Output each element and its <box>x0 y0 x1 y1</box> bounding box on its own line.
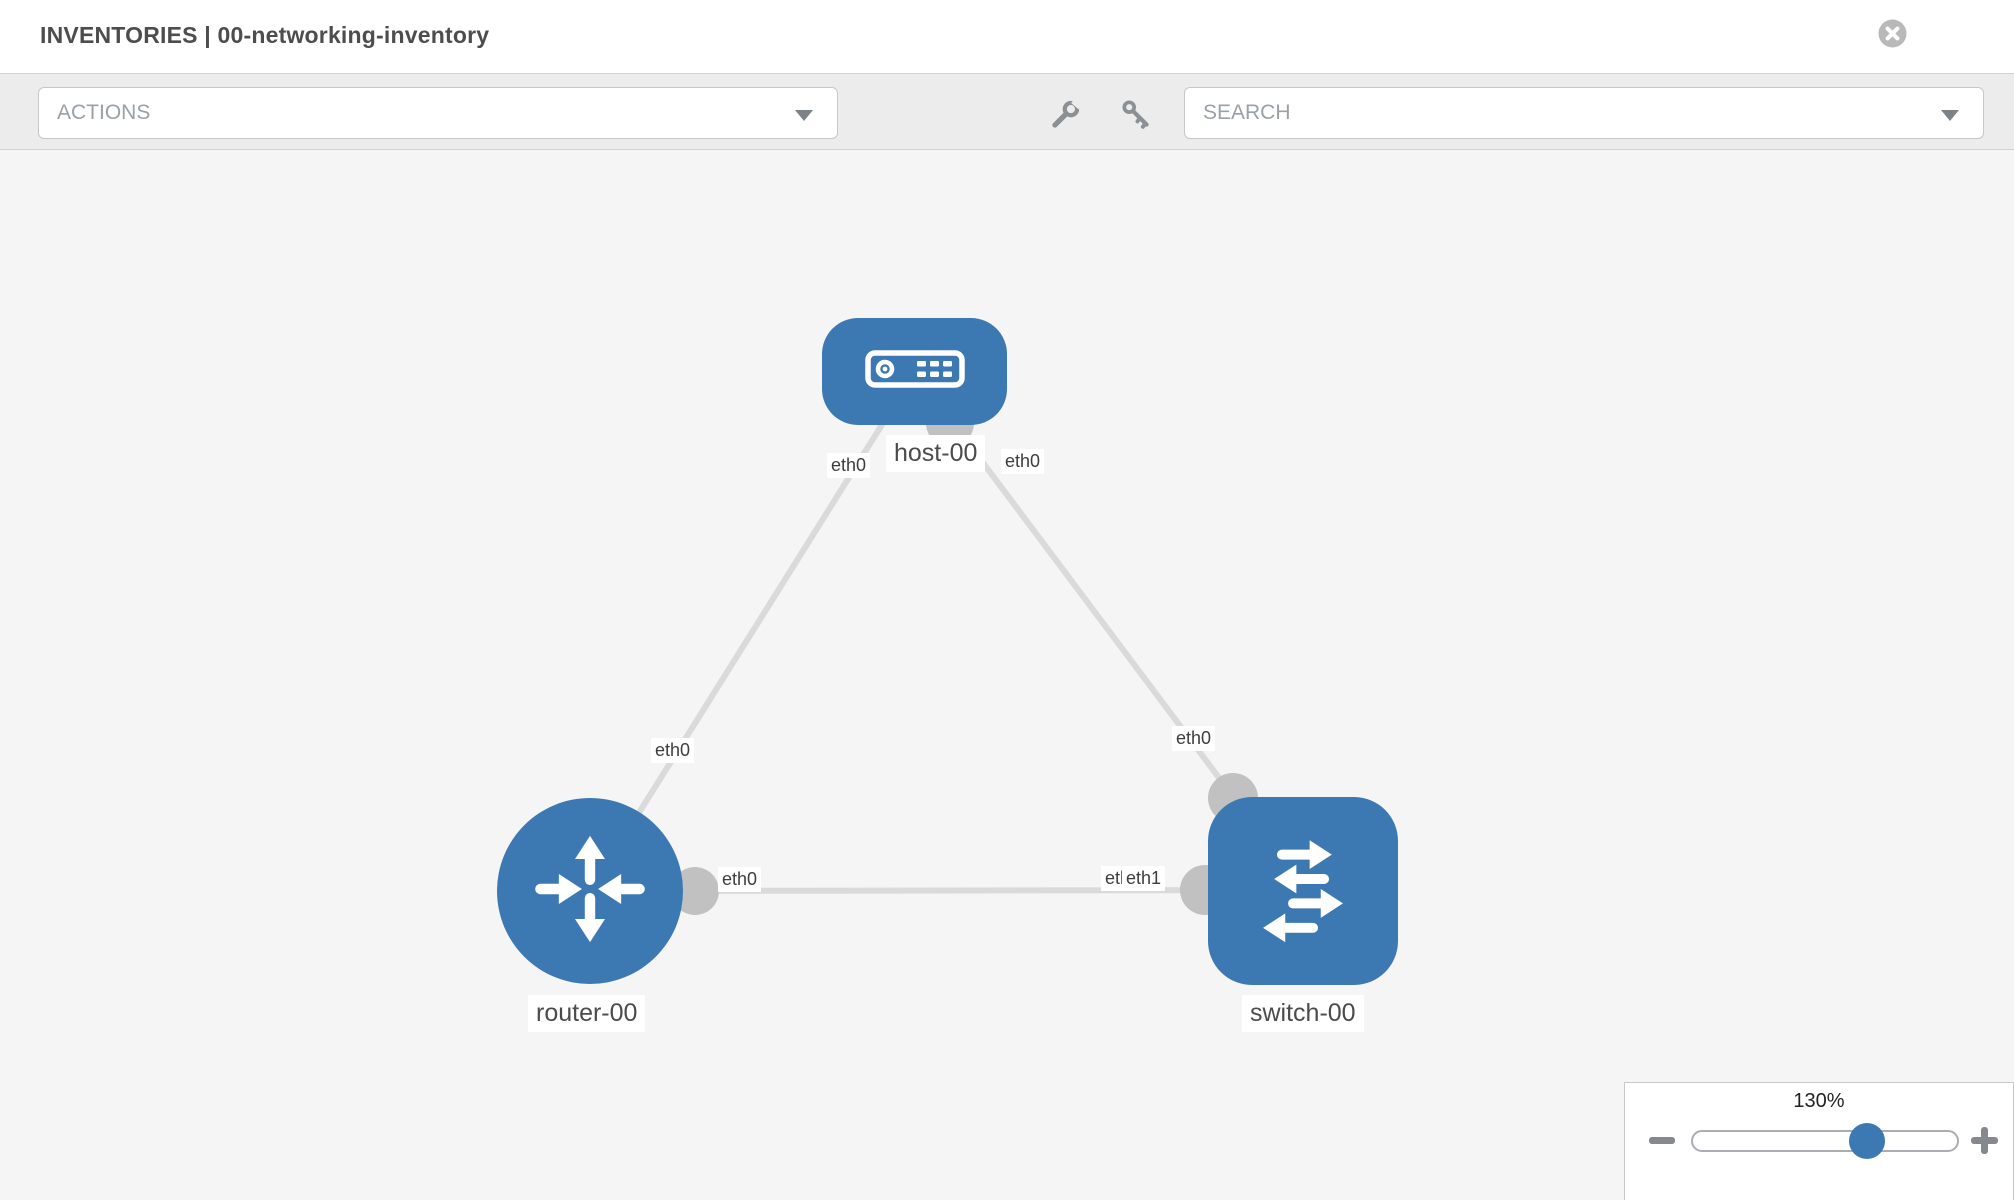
key-button[interactable] <box>1120 98 1152 130</box>
chevron-down-icon <box>1941 110 1959 121</box>
host-icon <box>864 350 965 393</box>
switch-icon <box>1242 828 1364 955</box>
page-title: INVENTORIES | 00-networking-inventory <box>40 22 490 48</box>
tools-button[interactable] <box>1050 96 1085 133</box>
wrench-icon <box>1050 96 1085 133</box>
zoom-in-button[interactable] <box>1971 1127 1998 1154</box>
port-label-router-eth0-right: eth0 <box>718 867 762 892</box>
close-button[interactable] <box>1878 19 1907 48</box>
toolbar: ACTIONS SEARC <box>0 73 2014 150</box>
topology-canvas[interactable]: host-00 router-00 switch-00 eth0 eth0 et… <box>0 150 2014 1200</box>
port-label-switch-eth1: eth1 <box>1122 866 1166 891</box>
links-layer <box>587 370 1306 915</box>
port-label-switch-eth0-top: eth0 <box>1172 726 1216 751</box>
node-host-00[interactable] <box>822 318 1007 425</box>
actions-dropdown-label: ACTIONS <box>57 101 151 124</box>
port-label-router-eth0-top: eth0 <box>651 738 695 763</box>
zoom-panel: 130% <box>1624 1082 2014 1200</box>
router-icon <box>530 829 650 954</box>
node-router-00[interactable] <box>497 798 683 984</box>
port-label-host-eth0-left: eth0 <box>827 453 871 478</box>
switch-icon-node[interactable] <box>1208 797 1398 985</box>
node-label-switch: switch-00 <box>1242 995 1364 1032</box>
actions-dropdown[interactable]: ACTIONS <box>38 87 838 139</box>
header: INVENTORIES | 00-networking-inventory <box>0 0 2014 73</box>
port-label-host-eth0-right: eth0 <box>1001 449 1045 474</box>
close-icon <box>1878 19 1907 51</box>
zoom-slider-track[interactable] <box>1691 1130 1959 1152</box>
zoom-out-button[interactable] <box>1649 1137 1675 1144</box>
search-dropdown-label: SEARCH <box>1203 101 1291 124</box>
zoom-slider-knob[interactable] <box>1849 1123 1885 1159</box>
node-label-host: host-00 <box>886 435 986 472</box>
key-icon <box>1120 100 1152 133</box>
interface-connector-router <box>671 867 719 915</box>
chevron-down-icon <box>795 110 813 121</box>
node-label-router: router-00 <box>528 995 646 1032</box>
search-dropdown[interactable]: SEARCH <box>1184 87 1984 139</box>
zoom-level-readout: 130% <box>1793 1090 1845 1112</box>
